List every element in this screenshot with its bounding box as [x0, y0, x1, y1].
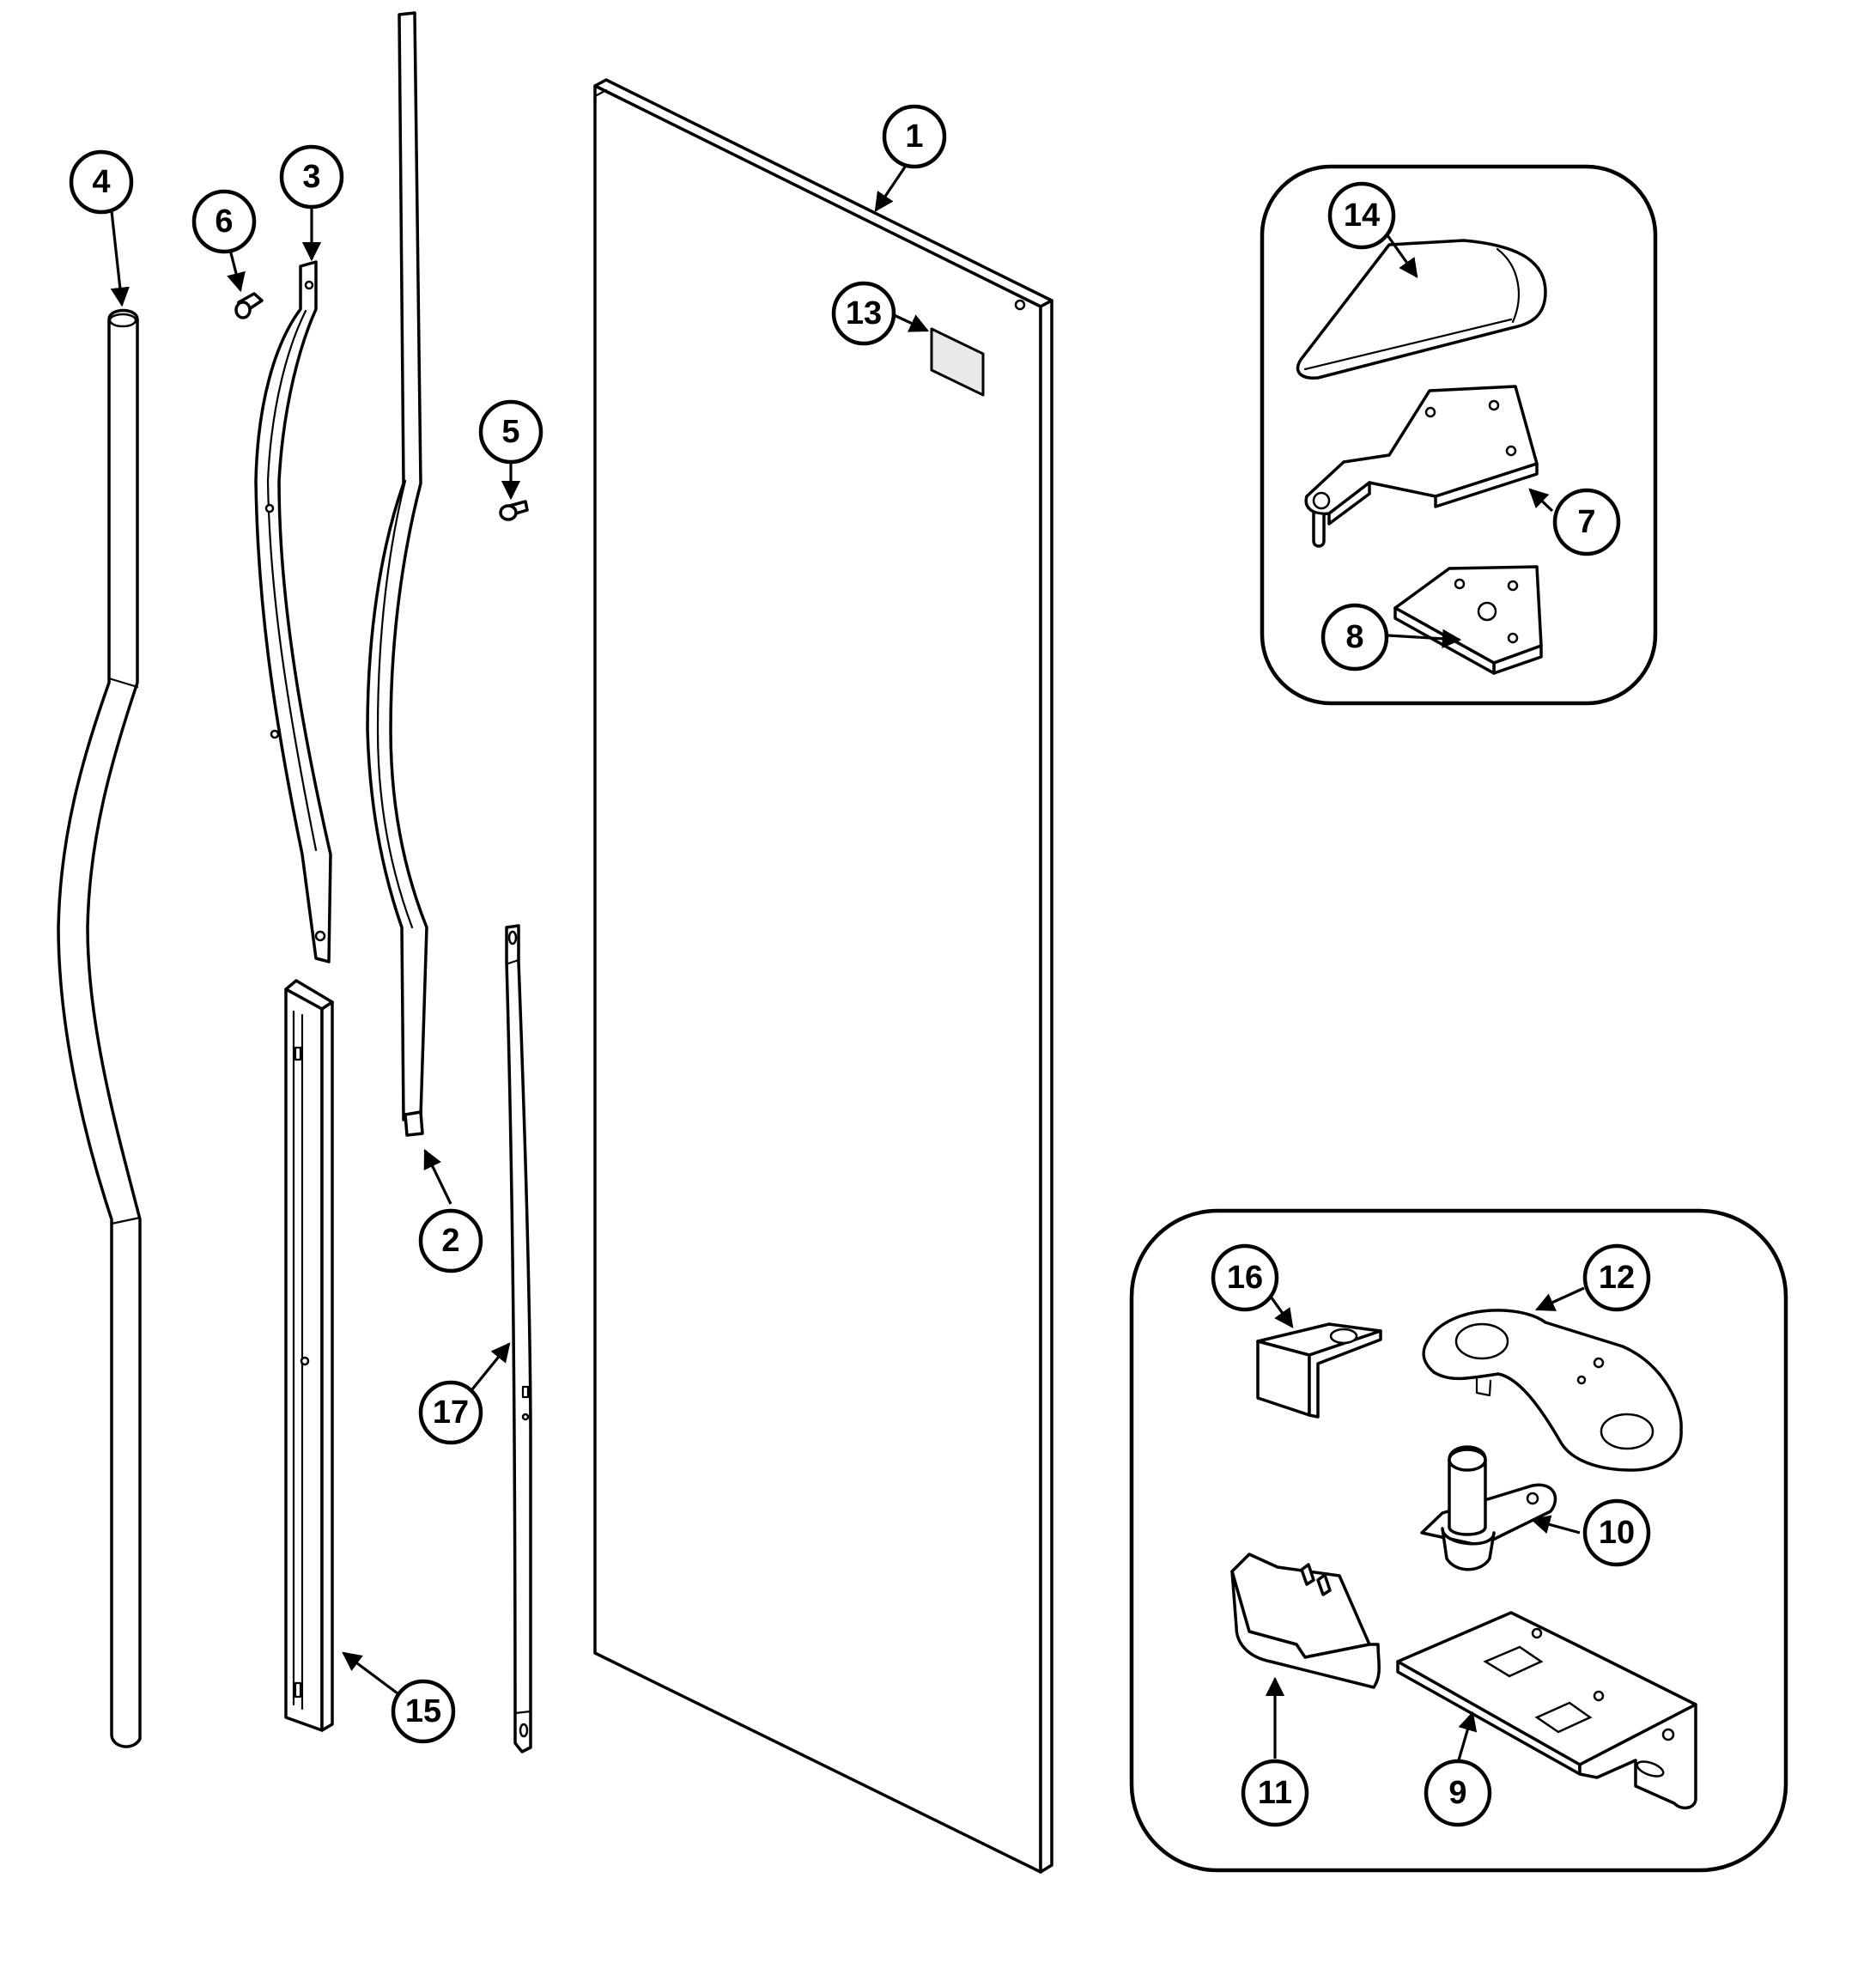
svg-text:8: 8	[1345, 619, 1363, 655]
door-panel	[593, 78, 1053, 1874]
callout-1: 1	[882, 104, 947, 169]
door-trim-strip	[505, 924, 532, 1753]
hinge-cover-inset	[1260, 164, 1658, 706]
callout-9: 9	[1424, 1759, 1492, 1827]
svg-text:15: 15	[405, 1693, 441, 1729]
svg-text:14: 14	[1344, 198, 1380, 234]
callout-5: 5	[478, 399, 543, 465]
callout-11: 11	[1241, 1759, 1309, 1827]
hinge-shim	[1393, 565, 1543, 675]
callout-16: 16	[1211, 1243, 1279, 1312]
svg-text:13: 13	[846, 295, 882, 331]
callout-6: 6	[191, 189, 257, 254]
svg-text:11: 11	[1258, 1775, 1292, 1811]
svg-text:4: 4	[92, 164, 110, 200]
svg-text:5: 5	[501, 414, 519, 450]
svg-text:3: 3	[302, 159, 320, 195]
screw-small	[234, 292, 264, 319]
callout-15: 15	[391, 1679, 456, 1744]
screw-trim	[499, 500, 529, 521]
handle-mount-bracket	[254, 260, 332, 963]
callout-2: 2	[418, 1208, 483, 1273]
callout-8: 8	[1320, 603, 1389, 672]
svg-text:10: 10	[1599, 1515, 1635, 1551]
door-handle-tube	[57, 308, 142, 1748]
handle-trim-strip	[366, 11, 428, 1137]
callout-7: 7	[1552, 488, 1621, 556]
callout-14: 14	[1327, 181, 1396, 250]
bottom-hinge-bracket	[1396, 1611, 1697, 1810]
door-label-plate	[930, 327, 985, 397]
callout-17: 17	[418, 1380, 483, 1445]
svg-text:7: 7	[1577, 504, 1595, 540]
svg-text:12: 12	[1599, 1260, 1635, 1296]
callout-4: 4	[69, 149, 134, 215]
svg-text:9: 9	[1448, 1775, 1466, 1811]
hinge-pin	[1420, 1445, 1557, 1571]
svg-text:6: 6	[215, 204, 233, 240]
top-hinge-cover	[1296, 239, 1547, 380]
hinge-bearing	[1422, 1309, 1683, 1472]
callout-10: 10	[1582, 1498, 1651, 1567]
bottom-hinge-inset	[1129, 1208, 1788, 1873]
hinge-bracket-small	[1256, 1322, 1382, 1419]
callout-12: 12	[1582, 1243, 1651, 1312]
bottom-hinge-cover	[1230, 1553, 1381, 1689]
svg-text:17: 17	[433, 1395, 469, 1431]
door-trim-channel	[284, 979, 334, 1732]
callout-13: 13	[831, 281, 896, 346]
leader-lines	[110, 162, 1585, 1764]
svg-text:2: 2	[441, 1223, 459, 1259]
svg-text:16: 16	[1227, 1260, 1263, 1296]
top-hinge	[1304, 385, 1539, 548]
svg-text:1: 1	[905, 119, 923, 155]
callout-3: 3	[279, 144, 344, 210]
